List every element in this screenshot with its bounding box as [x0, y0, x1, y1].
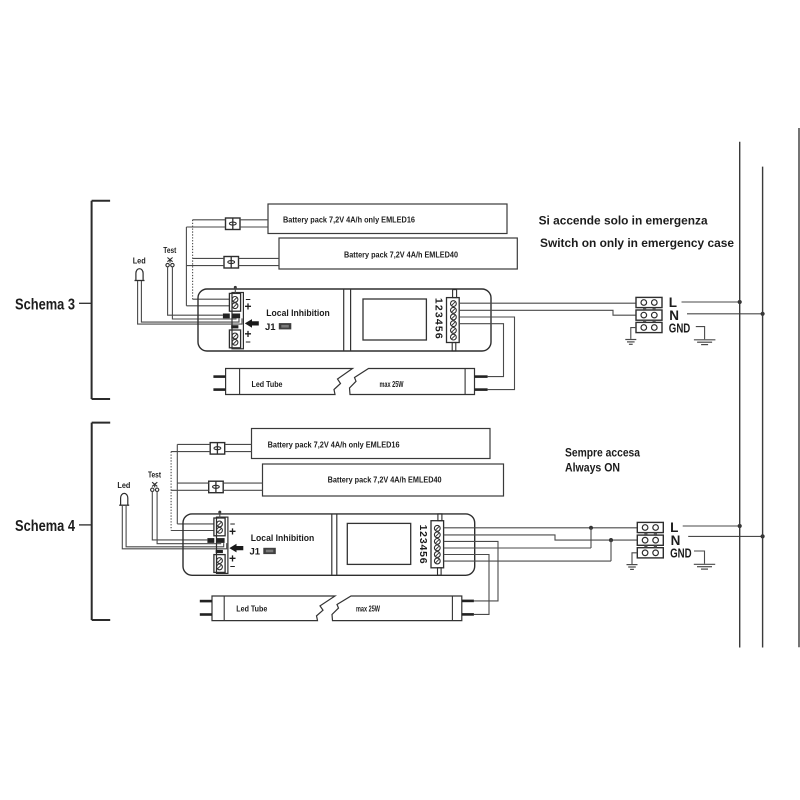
svg-text:5: 5: [433, 326, 445, 332]
svg-text:−: −: [245, 294, 250, 304]
svg-text:1: 1: [433, 298, 445, 304]
svg-text:Battery pack 7,2V 4A/h EMLED4: Battery pack 7,2V 4A/h EMLED40: [344, 250, 458, 260]
svg-text:6: 6: [417, 558, 429, 564]
svg-text:Led: Led: [117, 481, 130, 490]
svg-text:+: +: [244, 300, 251, 314]
svg-text:J1: J1: [250, 547, 261, 558]
svg-text:+: +: [229, 524, 236, 538]
svg-text:Local Inhibition: Local Inhibition: [266, 308, 330, 318]
svg-text:−: −: [230, 519, 235, 529]
svg-text:+: +: [244, 327, 251, 341]
svg-text:+: +: [229, 552, 236, 566]
svg-text:6: 6: [433, 333, 445, 339]
svg-text:Led Tube: Led Tube: [236, 604, 268, 613]
svg-text:3: 3: [417, 538, 429, 544]
svg-text:Test: Test: [163, 246, 176, 255]
svg-text:2: 2: [417, 531, 429, 537]
svg-text:−: −: [230, 562, 235, 572]
svg-text:Led Tube: Led Tube: [252, 380, 284, 389]
svg-text:Switch on only in emergency ca: Switch on only in emergency case: [540, 236, 734, 250]
svg-text:4: 4: [417, 544, 429, 550]
svg-text:Battery pack 7,2V 4A/h only E: Battery pack 7,2V 4A/h only EMLED16: [268, 439, 400, 449]
svg-text:GND: GND: [670, 547, 692, 561]
svg-text:Battery pack 7,2V 4A/h only E: Battery pack 7,2V 4A/h only EMLED16: [283, 215, 415, 225]
svg-text:4: 4: [433, 319, 445, 325]
svg-text:Si accende solo in emergenza: Si accende solo in emergenza: [539, 214, 708, 228]
svg-text:Battery pack 7,2V 4A/h EMLED4: Battery pack 7,2V 4A/h EMLED40: [328, 475, 442, 485]
svg-text:GND: GND: [669, 321, 691, 335]
svg-text:Local Inhibition: Local Inhibition: [251, 533, 314, 543]
svg-text:Sempre accesa: Sempre accesa: [565, 446, 640, 460]
svg-text:N: N: [671, 533, 681, 548]
svg-text:5: 5: [417, 551, 429, 557]
svg-text:Test: Test: [148, 471, 161, 480]
svg-text:L: L: [669, 295, 677, 310]
svg-text:L: L: [670, 520, 678, 535]
svg-text:Schema 3: Schema 3: [15, 297, 75, 314]
svg-text:2: 2: [433, 305, 445, 311]
svg-text:N: N: [669, 308, 679, 323]
svg-text:J1: J1: [265, 322, 276, 333]
svg-text:max 25W: max 25W: [380, 380, 404, 389]
svg-text:Schema 4: Schema 4: [15, 518, 75, 535]
svg-text:3: 3: [433, 312, 445, 318]
svg-text:Always ON: Always ON: [565, 461, 620, 475]
svg-text:Led: Led: [133, 257, 146, 266]
svg-text:max 25W: max 25W: [356, 604, 380, 613]
svg-text:1: 1: [417, 525, 429, 531]
svg-text:−: −: [245, 337, 250, 347]
